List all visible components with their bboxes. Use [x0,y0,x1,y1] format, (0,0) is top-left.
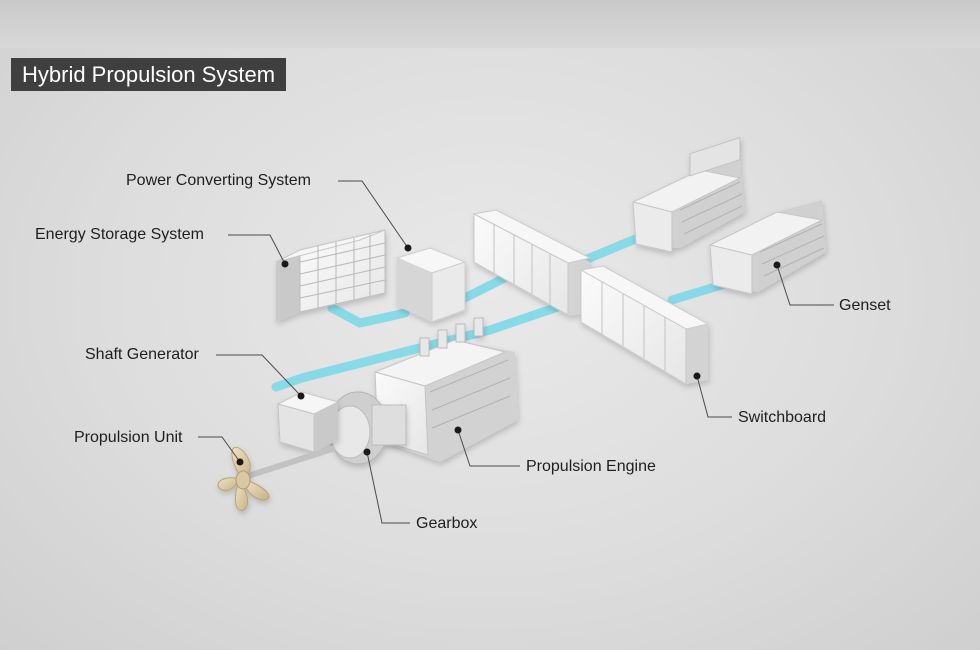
genset-2 [708,200,826,295]
cable-switchboard-to-genset-1 [575,230,650,267]
label-genset: Genset [839,297,891,314]
leader-genset [776,264,834,306]
label-switchboard: Switchboard [738,409,827,426]
label-power-converting-system: Power Converting System [126,172,311,189]
leader-shaft-generator [216,354,302,397]
top-band [0,0,980,48]
propulsion-unit [217,445,336,511]
cable-shaft-to-switchboard [271,291,595,392]
gearbox [327,391,407,465]
label-gearbox: Gearbox [416,515,478,532]
leader-lines [198,180,834,524]
power-converting-system [395,247,467,323]
leader-energy-storage [228,234,286,265]
leader-switchboard [696,375,732,418]
switchboard [472,209,710,385]
energy-storage-system [275,229,386,322]
label-shaft-generator: Shaft Generator [85,346,199,363]
leader-power-converting [338,180,409,249]
leader-propulsion-engine [457,429,520,467]
leader-propulsion-unit [198,436,241,463]
label-energy-storage-system: Energy Storage System [35,226,204,243]
label-propulsion-engine: Propulsion Engine [526,458,656,475]
shaft-generator-unit [276,391,340,453]
cable-ess-to-converter [327,303,410,328]
diagram-title: Hybrid Propulsion System [11,58,287,91]
leader-gearbox [366,451,410,524]
genset-1 [631,136,745,253]
leader-dots [236,244,781,466]
label-propulsion-unit: Propulsion Unit [74,429,183,446]
